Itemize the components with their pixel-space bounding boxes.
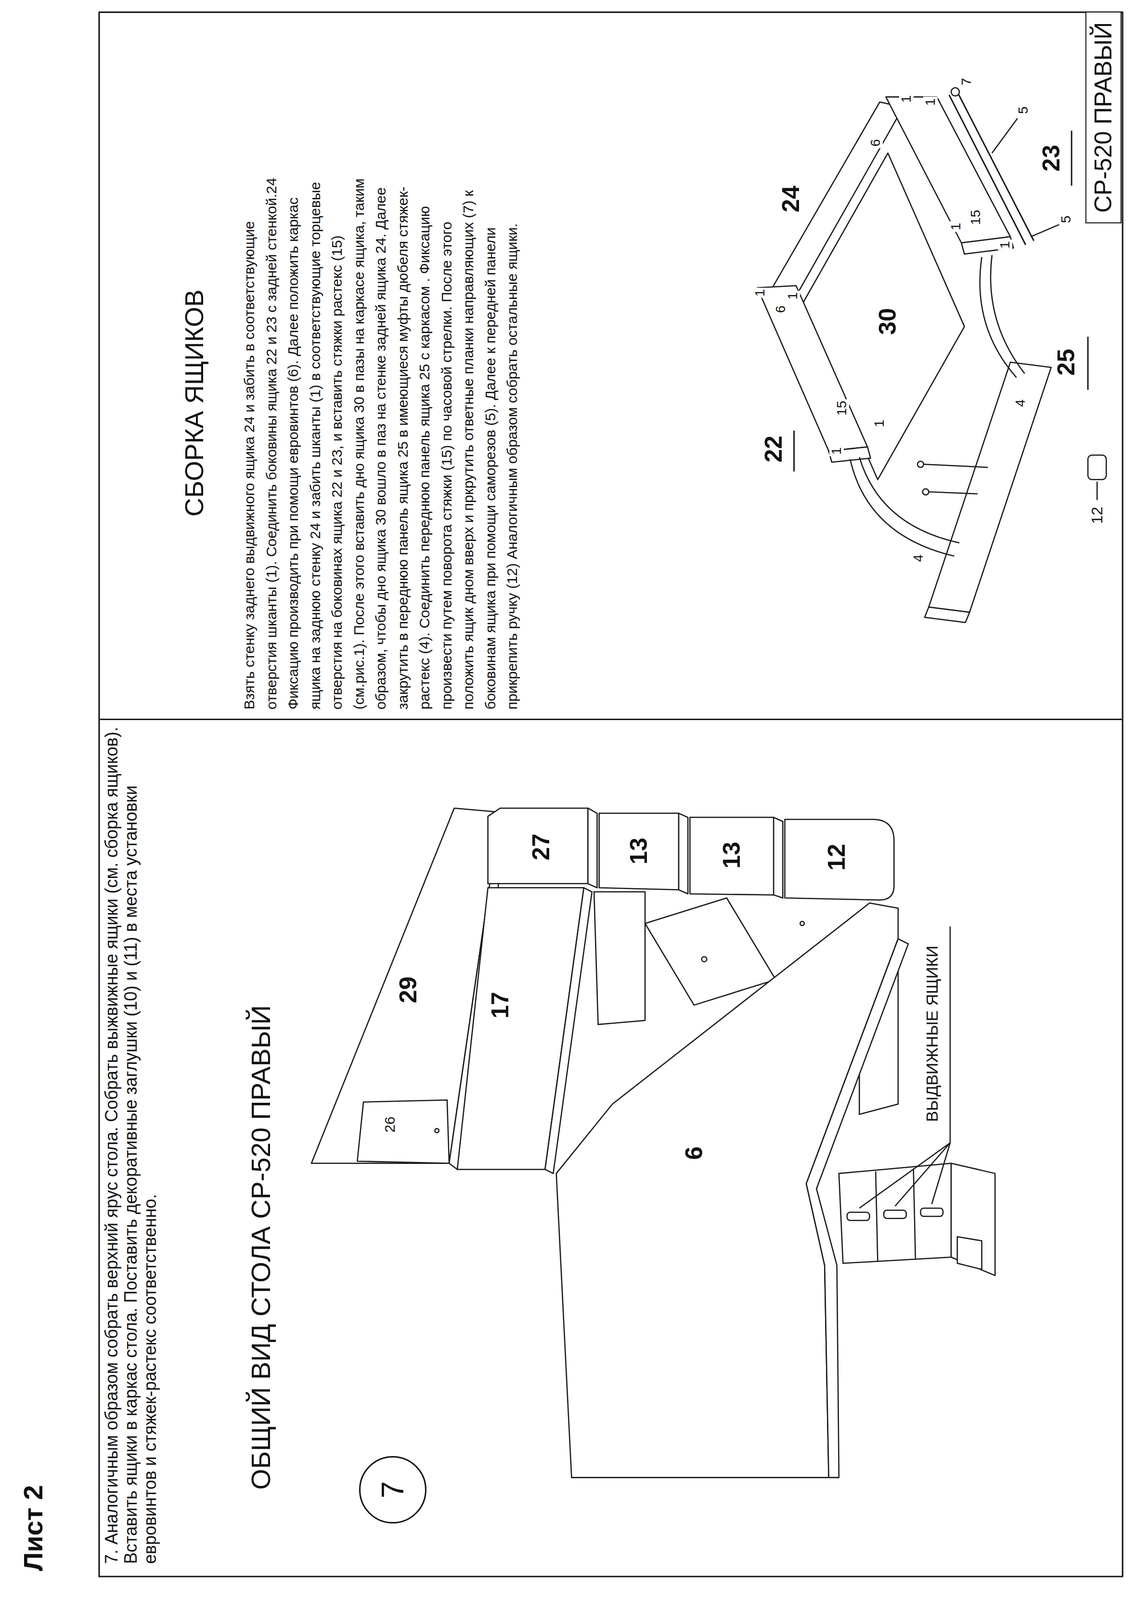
part-number: 1 [752, 287, 768, 299]
section-title: ОБЩИЙ ВИД СТОЛА СР-520 ПРАВЫЙ [244, 1005, 277, 1490]
assembly-path [990, 255, 1025, 374]
part-number: 15 [968, 208, 983, 227]
label-underline [793, 430, 795, 472]
label-rule [949, 926, 952, 1143]
hutch-box-side [587, 808, 597, 888]
dowel-head [917, 461, 924, 468]
callout-number: 24 [778, 184, 804, 215]
part-number: 1 [872, 418, 887, 429]
part-number: 7 [959, 76, 974, 88]
sheet-title: Лист 2 [18, 1484, 49, 1572]
drawer-handle [883, 1210, 907, 1219]
part-number: 4 [1013, 398, 1028, 409]
drawer-split [875, 1171, 878, 1262]
hutch-support [593, 891, 645, 1025]
callout-number: 6 [681, 1145, 707, 1162]
group-label: ВЫДВИЖНЫЕ ЯЩИКИ [923, 944, 941, 1124]
drawer-handle [847, 1212, 870, 1221]
panel-divider [99, 718, 1123, 721]
hutch-box [599, 813, 679, 890]
drawer-handle [920, 1208, 943, 1217]
model-title-box: СР-520 ПРАВЫЙ [1085, 11, 1122, 224]
drawer-back [770, 102, 904, 297]
callout-number: 12 [824, 842, 850, 873]
leader-line [1030, 224, 1059, 237]
leader-line [1096, 481, 1098, 501]
dowel [923, 464, 989, 468]
model-title: СР-520 ПРАВЫЙ [1090, 22, 1117, 213]
label-underline [1070, 130, 1073, 186]
drawer-pedestal [838, 1163, 952, 1264]
fixing-hole [701, 956, 708, 962]
part-number: 1 [923, 96, 938, 108]
pedestal-foot [957, 1236, 982, 1270]
part-number: 1 [899, 93, 914, 105]
step-number: 7 [375, 1481, 410, 1499]
leader-line [859, 1142, 951, 1209]
hutch-shelf-edge [544, 887, 593, 1174]
callout-number: 29 [395, 975, 421, 1006]
hutch-box-side [678, 813, 688, 894]
callout-number: 13 [626, 836, 652, 866]
assembly-path [980, 257, 1017, 378]
assembly-path [859, 457, 960, 543]
callout-number: 30 [875, 306, 901, 337]
runner-rail [949, 94, 1026, 246]
part-number: 6 [773, 304, 788, 315]
step-circle: 7 [359, 1456, 427, 1524]
runner-end [951, 87, 960, 96]
callout-number: 25 [1053, 347, 1079, 378]
callout-number: 13 [719, 840, 745, 871]
drawer-front-edge [924, 606, 970, 623]
note-text: 7. Аналогичным образом собрать верхний я… [102, 726, 160, 1564]
fixing-hole [434, 1128, 439, 1133]
part-number: 1 [785, 290, 800, 302]
part-number: 15 [834, 399, 850, 417]
callout-number: 26 [382, 1115, 398, 1135]
leader-line [931, 1142, 951, 1204]
instruction-text: Взять стенку заднего выдвижного ящика 24… [238, 175, 524, 710]
drawer-handle [1087, 454, 1107, 480]
callout-number: 27 [528, 832, 554, 863]
label-underline [1087, 336, 1089, 390]
hutch-box [689, 817, 774, 895]
leader-line [894, 1142, 950, 1206]
drawer-side [757, 285, 868, 452]
dowel [928, 491, 978, 494]
page-frame [99, 12, 1123, 1577]
callout-number: 17 [487, 990, 513, 1020]
hutch-box-side [773, 817, 783, 898]
part-number: 1 [948, 221, 964, 233]
hutch-small-shelf [644, 898, 776, 1006]
drawer-split [913, 1168, 916, 1260]
section-title: СБОРКА ЯЩИКОВ [180, 288, 208, 519]
part-number: 4 [911, 553, 926, 564]
leader-line [992, 118, 1018, 154]
runner-rail [957, 91, 1034, 242]
drawer-side-edge [961, 236, 1014, 255]
dowel-head [922, 488, 929, 495]
callout-number: 12 [1088, 505, 1106, 526]
callout-number: 22 [760, 434, 787, 465]
pedestal-base [951, 1163, 995, 1276]
fixing-hole [799, 921, 804, 926]
part-number: 5 [1016, 104, 1031, 116]
part-number: 6 [868, 137, 883, 149]
hutch-end-box [785, 819, 895, 900]
part-number: 1 [997, 239, 1013, 251]
part-number: 1 [829, 445, 844, 457]
drawer-front [928, 362, 1051, 613]
hutch-side-panel [357, 1099, 450, 1163]
callout-number: 23 [1038, 143, 1064, 174]
hutch-box [488, 808, 589, 884]
part-number: 5 [1058, 214, 1074, 225]
drawer-side [885, 96, 1011, 243]
